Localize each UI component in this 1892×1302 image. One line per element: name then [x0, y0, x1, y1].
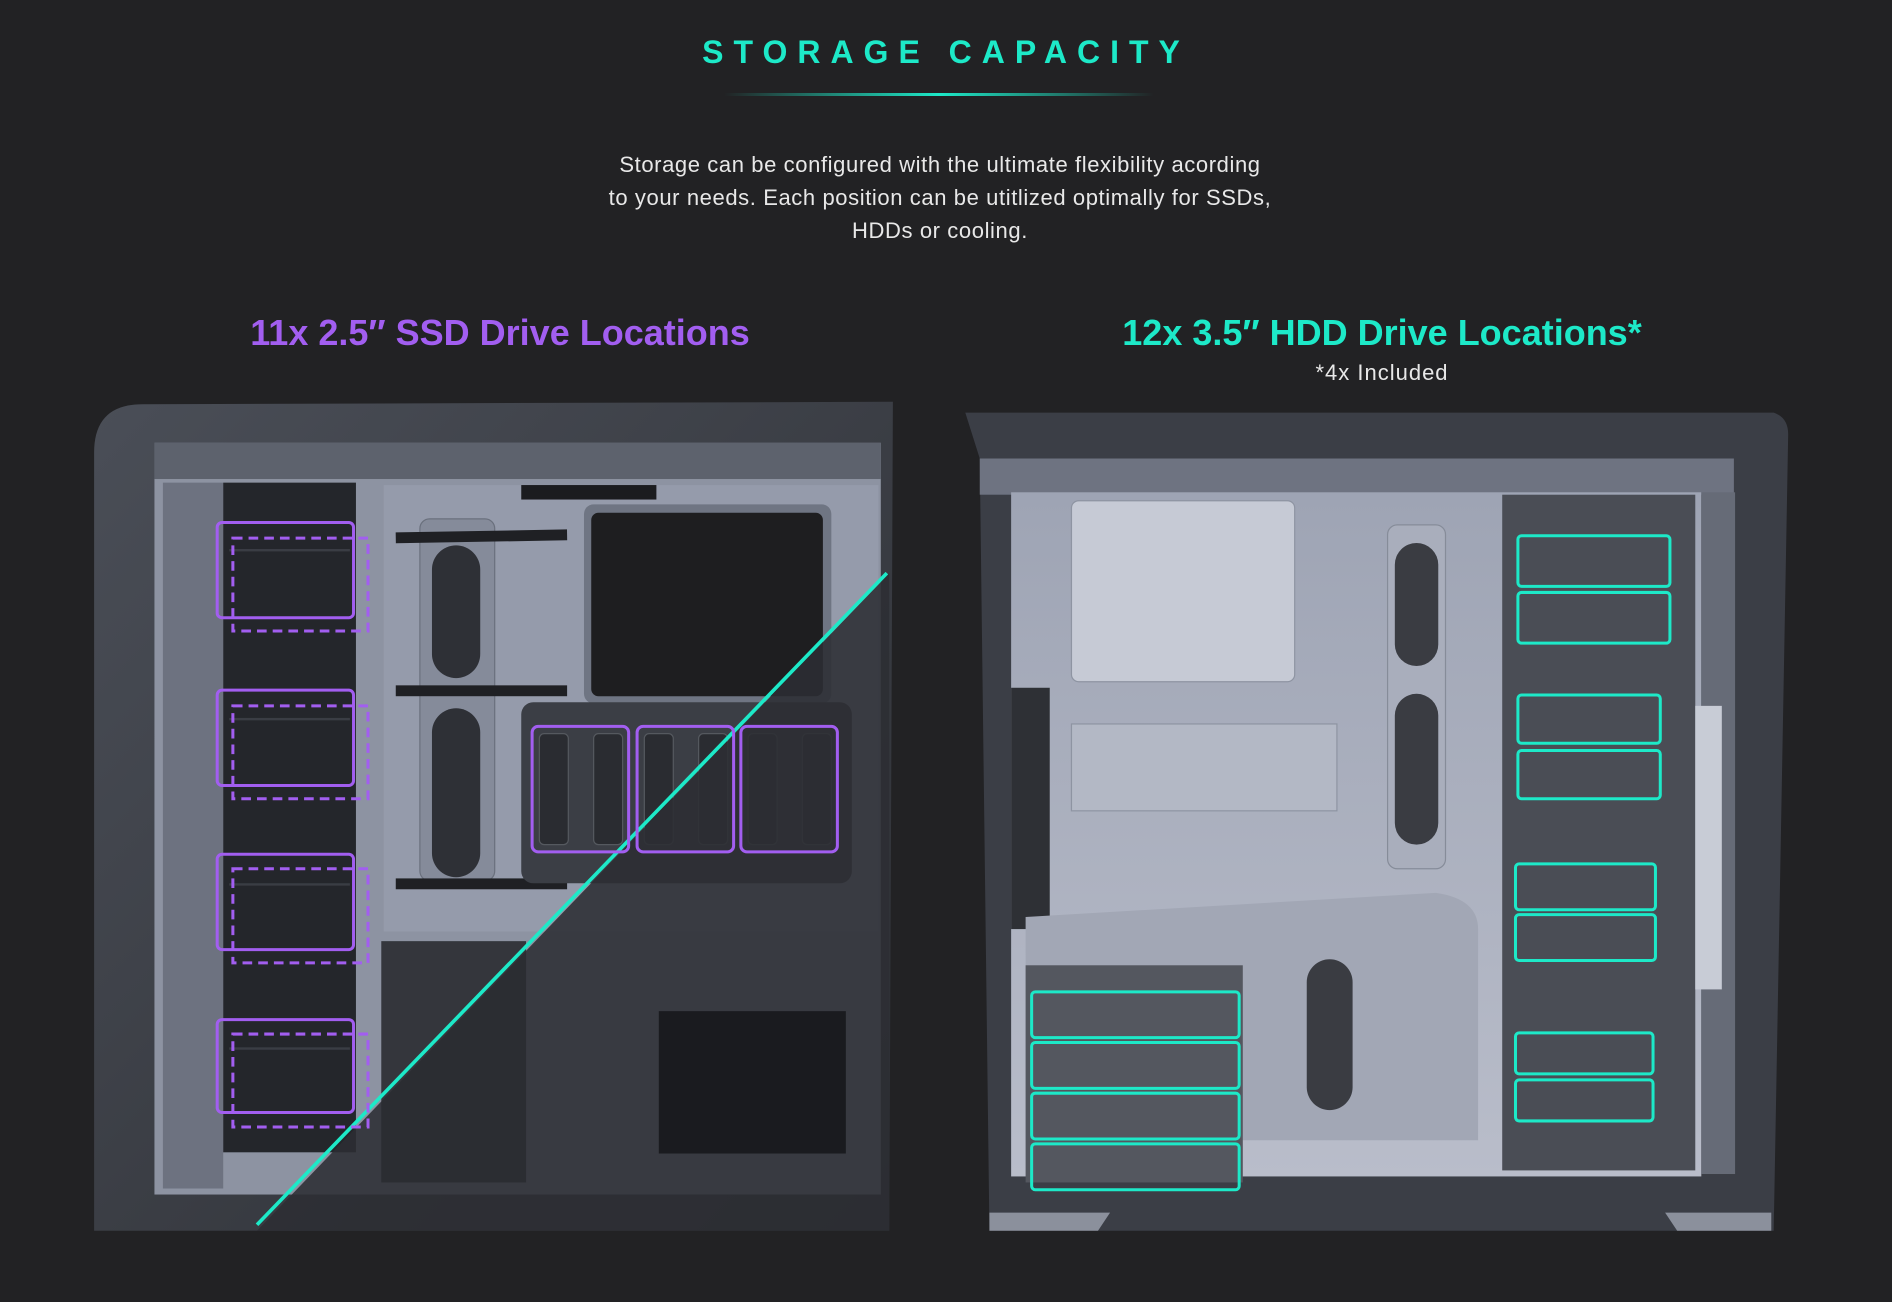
hdd-included-note: *4x Included [1315, 360, 1449, 385]
hdd-case-image [965, 412, 1789, 1231]
ssd-location-markers [215, 520, 839, 1129]
hdd-location-markers [1030, 534, 1672, 1192]
ssd-case-image [94, 401, 893, 1231]
description-line: HDDs or cooling. [852, 218, 1028, 243]
hdd-heading: 12x 3.5″ HDD Drive Locations* [1122, 312, 1642, 353]
description-line: Storage can be configured with the ultim… [619, 152, 1261, 177]
section-title: STORAGE CAPACITY [702, 34, 1190, 70]
title-divider [724, 93, 1154, 96]
section-description: Storage can be configured with the ultim… [540, 148, 1340, 247]
ssd-heading: 11x 2.5″ SSD Drive Locations [250, 312, 750, 353]
description-line: to your needs. Each position can be utit… [608, 185, 1272, 210]
